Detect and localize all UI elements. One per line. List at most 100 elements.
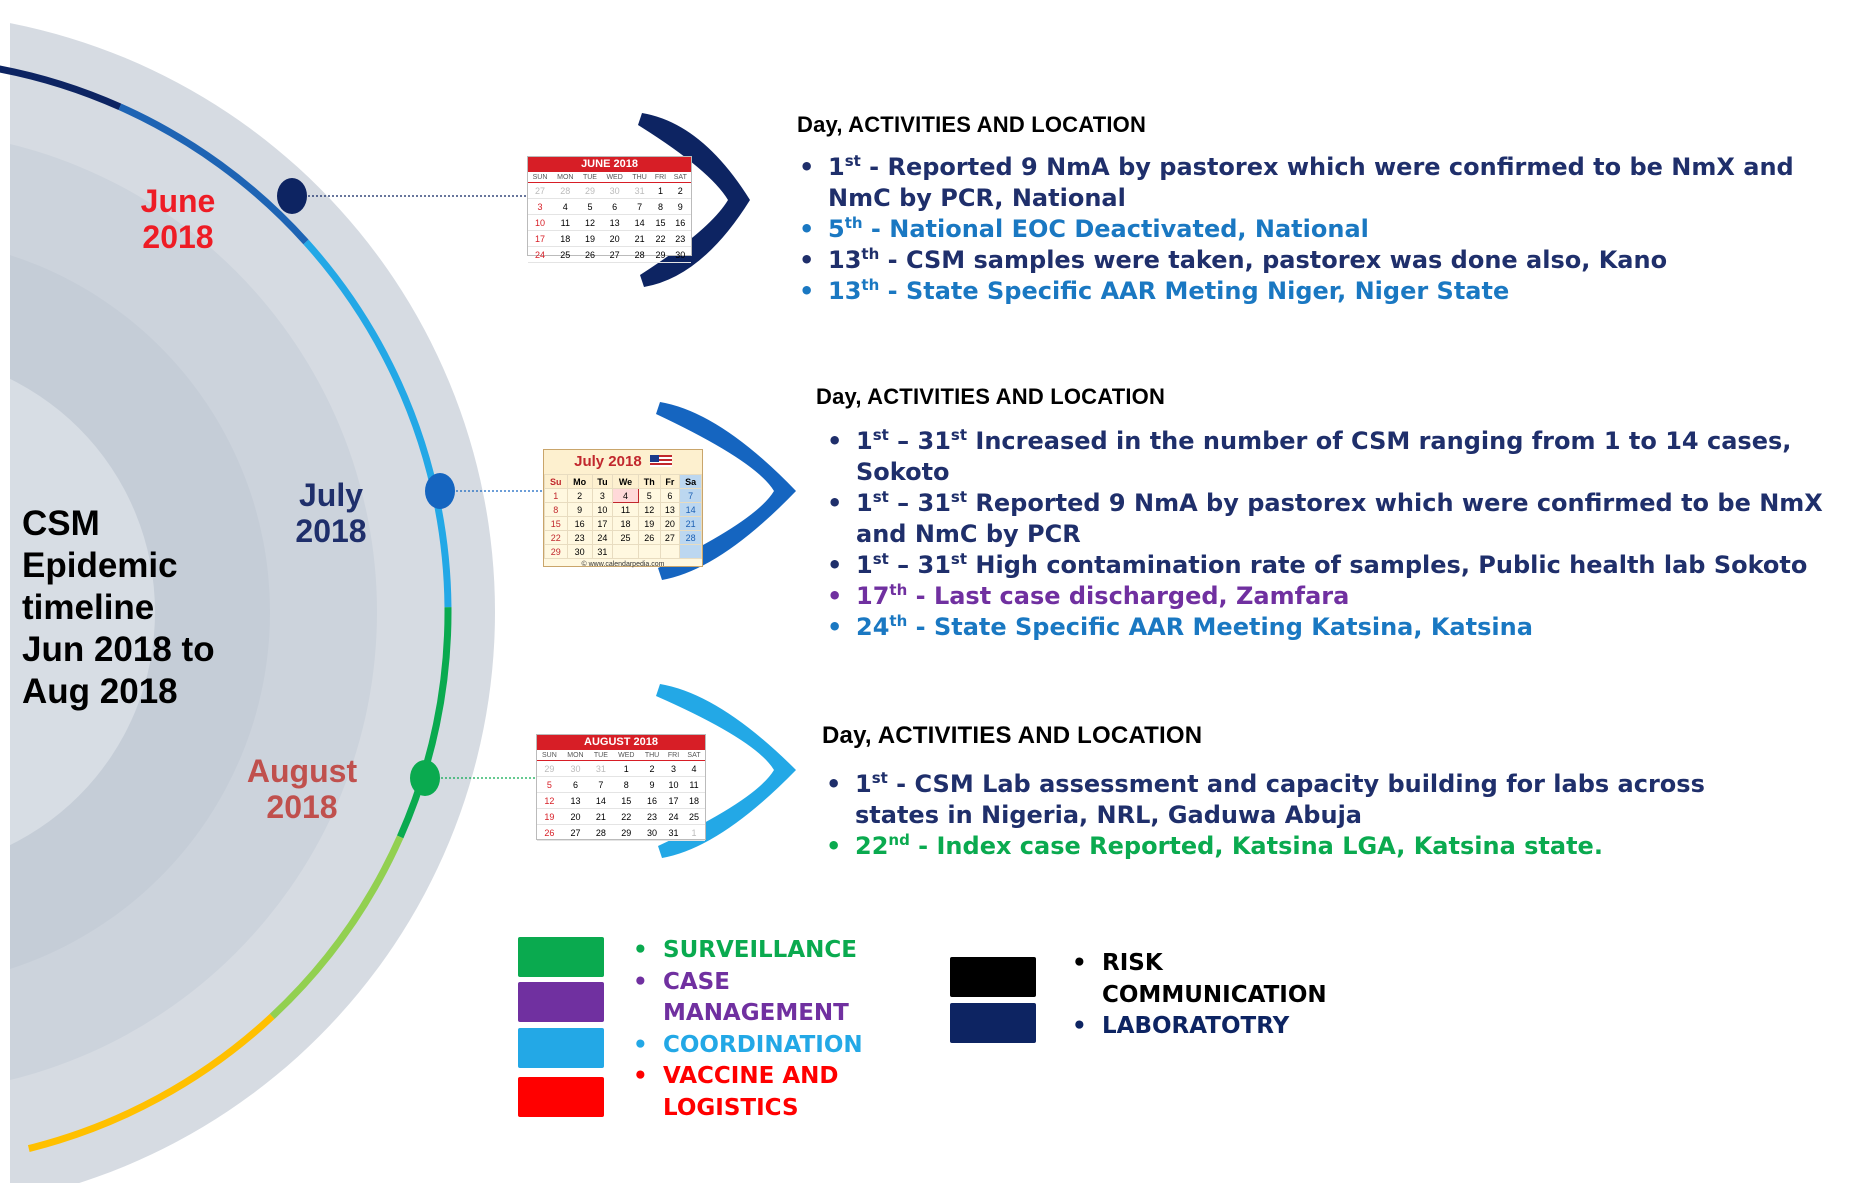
activity-item: 1st – 31st High contamination rate of sa… (823, 550, 1853, 581)
calendar-day: 25 (682, 808, 705, 825)
calendar-day (637, 544, 661, 559)
calendar-day: 26 (578, 246, 602, 263)
calendar-weekday: THU (627, 172, 652, 183)
calendar-day: 27 (659, 530, 681, 545)
activity-day: 13 (828, 277, 862, 305)
calendar-day: 12 (537, 792, 562, 809)
arc-segment (269, 835, 404, 1019)
calendar-day: 19 (537, 808, 562, 825)
calendar-weekday: WED (601, 172, 628, 183)
calendar-day: 4 (682, 760, 705, 777)
activity-day: 13 (828, 246, 862, 274)
calendar-day: 11 (612, 502, 639, 517)
timeline-node (277, 178, 307, 214)
legend-item-text: CASE (663, 968, 730, 995)
activity-day-range-end: – 31 (888, 489, 951, 517)
activity-day: 1 (828, 153, 845, 181)
calendar-day: 30 (669, 246, 691, 263)
calendar-day: 3 (591, 488, 614, 503)
calendar-weekday: Tu (591, 474, 614, 489)
activity-day-range-end: – 31 (888, 427, 951, 455)
calendar-day: 31 (591, 544, 614, 559)
calendar-day: 8 (612, 776, 640, 793)
calendar-day: 1 (682, 824, 705, 841)
month-label-line-2: 2018 (142, 219, 214, 255)
activity-text: - CSM samples were taken, pastorex was d… (879, 246, 1668, 274)
calendar-day: 24 (664, 808, 683, 825)
timeline-node (425, 473, 455, 509)
calendar-weekday: Su (544, 474, 568, 489)
legend-item: LABORATOTRY (1066, 1011, 1327, 1043)
calendar-weekday: Fr (659, 474, 681, 489)
calendar-weekday: FRI (651, 172, 670, 183)
activity-day: 5 (828, 215, 845, 243)
activity-day: 1 (855, 770, 872, 798)
calendar-day: 6 (659, 488, 681, 503)
calendar-day: 6 (601, 198, 628, 215)
title-line-1: CSM (22, 504, 100, 543)
calendar-day: 29 (651, 246, 670, 263)
calendar-day: 29 (537, 760, 562, 777)
legend-swatch (518, 982, 604, 1022)
calendar-header: JUNE 2018 (528, 157, 691, 172)
calendar-day (659, 544, 681, 559)
calendar-day: 19 (637, 516, 661, 531)
calendar-weekday: TUE (578, 172, 602, 183)
calendar-day: 21 (589, 808, 613, 825)
legend-swatch (950, 957, 1036, 997)
calendar-day: 23 (639, 808, 665, 825)
activity-item: 13th - State Specific AAR Meting Niger, … (795, 276, 1863, 307)
calendar-weekday: FRI (664, 750, 683, 761)
arc-segment (0, 65, 122, 111)
calendar-day: 15 (544, 516, 568, 531)
activity-text: - State Specific AAR Meting Niger, Niger… (879, 277, 1510, 305)
calendar-weekday: We (612, 474, 639, 489)
calendar-day: 31 (627, 182, 652, 199)
calendar-day: 25 (552, 246, 579, 263)
calendar-day: 17 (528, 230, 553, 247)
calendar-day: 8 (544, 502, 568, 517)
activity-text: Increased in the number of CSM ranging f… (856, 427, 1792, 486)
arc-segment (396, 607, 452, 839)
legend-item-text: RISK (1102, 950, 1163, 976)
calendar-weekday: SUN (537, 750, 562, 761)
calendar-day: 9 (669, 198, 691, 215)
calendar-day: 1 (544, 488, 568, 503)
title-line-5: Aug 2018 (22, 672, 178, 711)
activity-item: 22nd - Index case Reported, Katsina LGA,… (822, 831, 1792, 862)
calendar-day: 12 (578, 214, 602, 231)
calendar-weekday: THU (639, 750, 665, 761)
calendar-day: 9 (639, 776, 665, 793)
calendar-day: 17 (591, 516, 614, 531)
calendar-day: 18 (552, 230, 579, 247)
activity-day-suffix: st (872, 550, 889, 568)
calendar-weekday: SAT (682, 750, 705, 761)
calendar-day: 4 (552, 198, 579, 215)
legend-left-list: SURVEILLANCECASEMANAGEMENTCOORDINATIONVA… (627, 935, 863, 1124)
calendar-day: 13 (561, 792, 590, 809)
title-line-3: timeline (22, 588, 155, 627)
calendar-day: 17 (664, 792, 683, 809)
activity-day-suffix: th (861, 276, 880, 294)
calendar-weekday: TUE (589, 750, 613, 761)
calendar-weekday: MON (552, 172, 579, 183)
legend-item-text: SURVEILLANCE (663, 937, 857, 963)
legend-item-text: LABORATOTRY (1102, 1013, 1290, 1039)
calendar-day: 22 (544, 530, 568, 545)
calendar-day: 23 (566, 530, 593, 545)
activity-text: - CSM Lab assessment and capacity buildi… (855, 770, 1705, 829)
calendar-day: 27 (561, 824, 590, 841)
legend-swatch (518, 1077, 604, 1117)
calendar-weekday: Sa (679, 474, 702, 489)
activity-item: 17th - Last case discharged, Zamfara (823, 581, 1853, 612)
activity-day: 24 (856, 613, 890, 641)
left-strip (0, 0, 10, 1183)
calendar-day: 29 (612, 824, 640, 841)
activity-text: - Index case Reported, Katsina LGA, Kats… (909, 832, 1603, 860)
calendar-day: 19 (578, 230, 602, 247)
